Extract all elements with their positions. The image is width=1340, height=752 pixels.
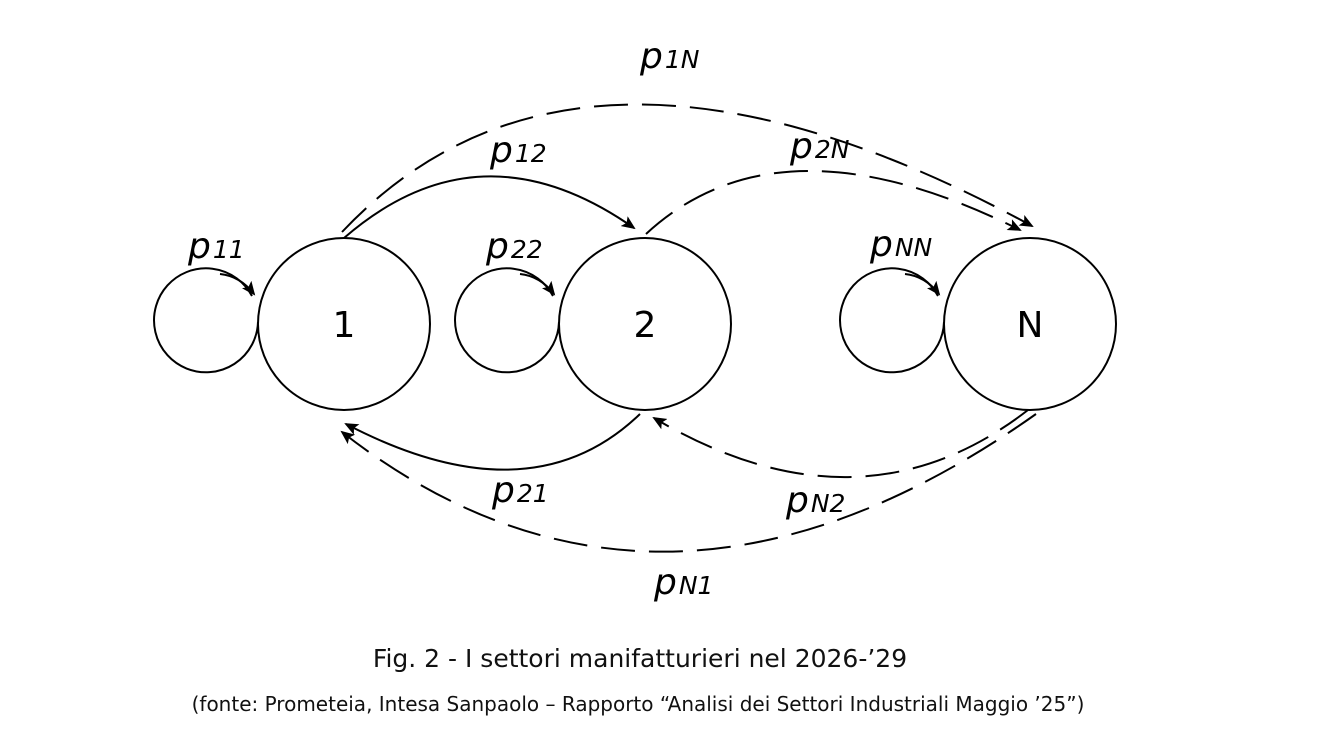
edge-label-p1n-sub: 1N: [665, 45, 700, 74]
edge-label-pnn-base: p: [869, 224, 893, 265]
edge-label-p12-sub: 12: [515, 139, 547, 168]
self-loop-n-arc: [839, 267, 945, 374]
edge-label-pn2-sub: N2: [811, 489, 846, 518]
state-node-1-circle: [257, 237, 431, 411]
edge-n-to-1: [340, 413, 1037, 553]
edge-label-pnn-sub: NN: [895, 233, 933, 262]
edge-label-p21: p21: [491, 470, 549, 511]
edge-label-p11-base: p: [187, 226, 211, 267]
self-loop-1: [153, 267, 259, 374]
edge-label-pn1-sub: N1: [679, 571, 714, 600]
markov-chain-diagram: 1 2 N p11 p22 pNN p12 p1N p2N p21 pN2 pN…: [153, 36, 1117, 603]
edge-label-pn1: pN1: [653, 562, 713, 603]
state-node-1-label: 1: [333, 305, 356, 346]
edge-label-p22-base: p: [485, 226, 509, 267]
figure-caption-source: (fonte: Prometeia, Intesa Sanpaolo – Rap…: [191, 692, 1085, 716]
edge-label-pn1-base: p: [653, 562, 677, 603]
state-node-n: N: [943, 237, 1117, 411]
edge-label-pnn: pNN: [869, 224, 933, 265]
self-loop-2-arc: [454, 267, 560, 374]
edge-label-p11-sub: 11: [213, 235, 245, 264]
edge-label-p1n-base: p: [639, 36, 663, 77]
self-loop-n-arrow: [904, 273, 941, 296]
edge-2-to-1: [344, 413, 641, 471]
figure-caption-title: Fig. 2 - I settori manifatturieri nel 20…: [372, 644, 908, 673]
state-node-n-circle: [943, 237, 1117, 411]
edge-label-p21-base: p: [491, 470, 515, 511]
state-node-1: 1: [257, 237, 431, 411]
state-node-2-circle: [558, 237, 732, 411]
edge-label-p11: p11: [187, 226, 245, 267]
edge-n-to-2: [652, 409, 1029, 479]
edge-1-to-n: [341, 103, 1034, 233]
edge-label-p2n: p2N: [789, 126, 850, 167]
edge-label-p21-sub: 21: [517, 479, 549, 508]
edge-2-to-n: [645, 170, 1022, 235]
edge-label-p1n: p1N: [639, 36, 700, 77]
state-node-2: 2: [558, 237, 732, 411]
edge-label-p2n-sub: 2N: [815, 135, 850, 164]
self-loop-2-arrow: [519, 273, 556, 296]
edge-label-p12: p12: [489, 130, 547, 171]
edge-label-p12-base: p: [489, 130, 513, 171]
self-loop-1-arc: [153, 267, 259, 374]
self-loop-n: [839, 267, 945, 374]
state-node-2-label: 2: [634, 305, 657, 346]
self-loop-2: [454, 267, 560, 374]
edge-1-to-2: [343, 175, 636, 239]
edge-label-p22-sub: 22: [511, 235, 543, 264]
self-loop-1-arrow: [219, 273, 256, 296]
edge-label-pn2: pN2: [785, 480, 845, 521]
edge-label-pn2-base: p: [785, 480, 809, 521]
state-node-n-label: N: [1017, 305, 1044, 346]
edge-label-p2n-base: p: [789, 126, 813, 167]
edge-label-p22: p22: [485, 226, 543, 267]
